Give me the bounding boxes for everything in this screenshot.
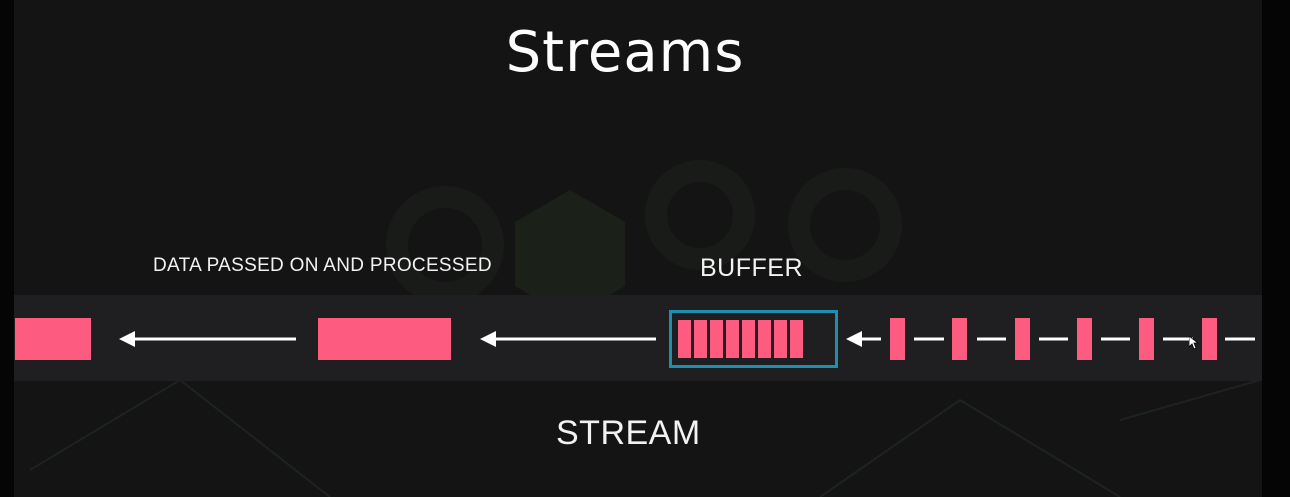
arrow-head-left xyxy=(119,331,135,347)
incoming-data-chunk xyxy=(952,318,967,360)
buffer-cell xyxy=(710,320,723,358)
incoming-data-chunk xyxy=(890,318,905,360)
buffer-cell xyxy=(774,320,787,358)
watermark-letter-e xyxy=(788,168,902,282)
buffer-cell xyxy=(758,320,771,358)
buffer-cell xyxy=(790,320,803,358)
right-border xyxy=(1262,0,1290,497)
incoming-data-chunk xyxy=(1077,318,1092,360)
watermark-letter-o xyxy=(386,186,504,304)
stream-label: STREAM xyxy=(556,414,701,452)
arrow-head-incoming xyxy=(846,331,862,347)
hexagon-logo-shape xyxy=(515,190,625,318)
slide-title: Streams xyxy=(505,20,745,85)
buffer-cell xyxy=(742,320,755,358)
incoming-data-chunk xyxy=(1015,318,1030,360)
buffer-cell xyxy=(726,320,739,358)
processed-data-chunk xyxy=(15,318,91,360)
arrow-head-middle xyxy=(480,331,496,347)
left-border xyxy=(0,0,14,497)
incoming-data-chunk xyxy=(1139,318,1154,360)
bg-line-3 xyxy=(1119,379,1261,421)
buffer-cell xyxy=(694,320,707,358)
mouse-pointer-icon xyxy=(1189,336,1199,350)
processed-data-label: DATA PASSED ON AND PROCESSED xyxy=(153,255,492,276)
bg-line-2 xyxy=(819,398,1121,497)
buffer-cell xyxy=(678,320,691,358)
watermark-letter-d xyxy=(645,160,755,270)
incoming-data-chunk xyxy=(1202,318,1217,360)
buffer-label: BUFFER xyxy=(700,254,803,282)
processed-data-chunk xyxy=(318,318,451,360)
buffer-box xyxy=(669,310,838,368)
